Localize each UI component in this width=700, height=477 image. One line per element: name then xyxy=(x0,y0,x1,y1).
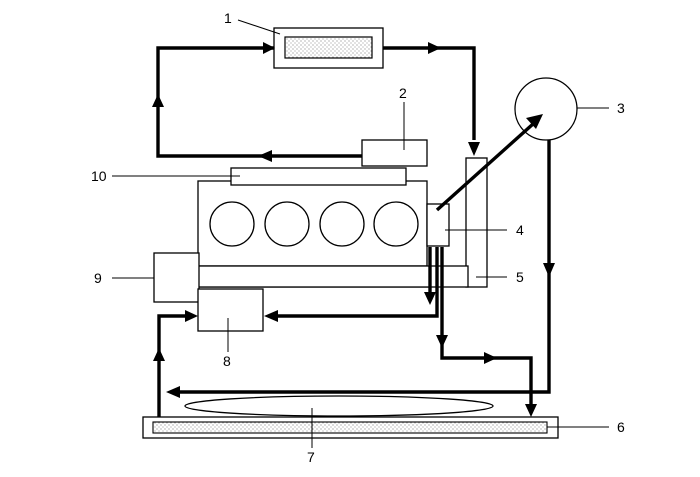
component-9-box xyxy=(153,252,200,303)
component-10-cover xyxy=(230,167,407,186)
label-5: 5 xyxy=(516,269,524,285)
cylinder-4 xyxy=(373,201,419,247)
arrow-down-to-sump xyxy=(525,404,537,417)
cylinder-3 xyxy=(319,201,365,247)
label-3: 3 xyxy=(617,100,625,116)
cylinder-2 xyxy=(264,201,310,247)
label-7: 7 xyxy=(307,449,315,465)
component-4-block xyxy=(426,203,450,247)
label-8: 8 xyxy=(223,353,231,369)
arrow-right-top xyxy=(428,42,441,54)
arrow-heads xyxy=(152,42,555,417)
arrow-down-4b xyxy=(436,335,448,348)
arrow-left-top xyxy=(258,150,272,162)
leader-lines xyxy=(112,19,609,448)
label-6: 6 xyxy=(617,419,625,435)
number-labels: 1 2 3 4 5 6 7 8 9 10 xyxy=(91,10,625,465)
component-2-box xyxy=(361,139,428,167)
component-1-cooler xyxy=(273,27,384,69)
component-5-housing xyxy=(465,157,488,288)
label-2: 2 xyxy=(399,85,407,101)
label-9: 9 xyxy=(94,270,102,286)
arrow-up-from-sump xyxy=(153,348,165,361)
label-4: 4 xyxy=(516,222,524,238)
arrow-left-to-8 xyxy=(264,310,278,322)
arrow-down-right xyxy=(543,263,555,277)
arrow-up-left xyxy=(152,94,164,107)
arrow-right-mid xyxy=(484,352,497,364)
arrow-right-to-1 xyxy=(263,42,275,54)
arrow-left-bottom xyxy=(166,386,180,398)
label-10: 10 xyxy=(91,168,107,184)
component-8-box xyxy=(197,288,264,332)
arrow-down-4a xyxy=(424,292,436,305)
flow-lines xyxy=(156,46,551,417)
component-6-sump xyxy=(142,416,559,439)
arrow-down-to-5 xyxy=(468,142,480,156)
arrow-to-pump xyxy=(526,114,543,129)
label-1: 1 xyxy=(224,10,232,26)
arrow-right-to-8 xyxy=(185,310,198,322)
component-7-oil-level xyxy=(184,395,494,417)
cylinder-1 xyxy=(209,201,255,247)
